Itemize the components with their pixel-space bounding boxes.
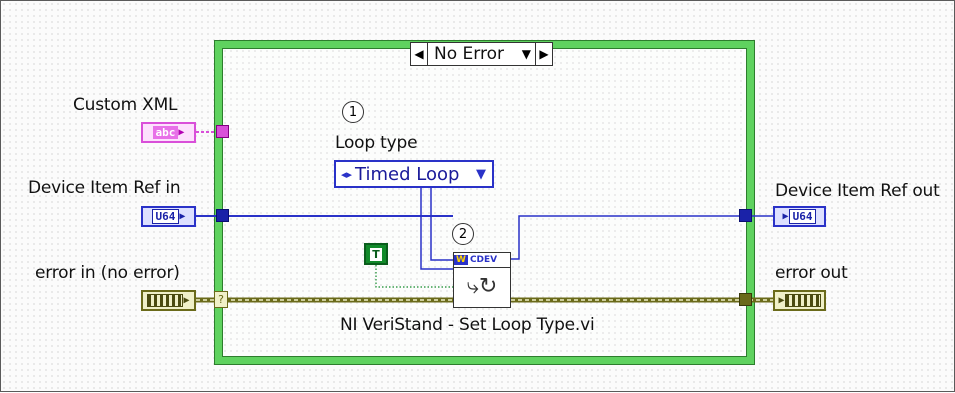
custom-xml-label: Custom XML xyxy=(73,95,178,115)
error-in-label: error in (no error) xyxy=(35,263,180,283)
loop-type-enum-constant[interactable]: ◂▸ Timed Loop ▼ xyxy=(334,160,494,188)
loop-type-wire xyxy=(420,188,453,270)
case-selector-value[interactable]: No Error xyxy=(434,44,504,64)
u64-type-glyph: U64 xyxy=(151,209,180,224)
custom-xml-control[interactable]: abc ▶ xyxy=(141,122,196,143)
arrow-right-icon: ▶ xyxy=(778,295,785,306)
error-in-tunnel[interactable]: ? xyxy=(214,291,228,308)
loop-type-subvi-icon: ⤷↻ xyxy=(466,274,498,299)
arrow-right-icon: ▶ xyxy=(178,127,185,138)
arrow-right-icon: ▶ xyxy=(179,211,186,222)
veristand-logo-icon: W xyxy=(454,255,468,265)
down-triangle-icon[interactable]: ▼ xyxy=(521,47,531,61)
dropdown-arrow-icon[interactable]: ▼ xyxy=(476,166,486,182)
true-constant-glyph: T xyxy=(370,247,382,261)
arrow-right-icon: ▶ xyxy=(782,211,789,222)
error-cluster-icon xyxy=(784,294,821,307)
error-out-label: error out xyxy=(775,263,848,283)
callout-1: 1 xyxy=(342,101,364,123)
device-item-ref-in-label: Device Item Ref in xyxy=(28,178,181,198)
device-ref-in-tunnel[interactable] xyxy=(216,209,229,222)
left-triangle-icon[interactable]: ◀ xyxy=(411,43,428,65)
callout-2: 2 xyxy=(452,223,474,245)
u64-type-glyph: U64 xyxy=(788,209,817,224)
subvi-banner-text: CDEV xyxy=(469,255,498,265)
error-out-tunnel[interactable] xyxy=(739,293,752,306)
true-const-wire xyxy=(375,265,453,288)
set-loop-type-subvi[interactable]: W CDEV ⤷↻ xyxy=(453,252,511,308)
loop-type-wire-b xyxy=(430,188,453,261)
subvi-name-label: NI VeriStand - Set Loop Type.vi xyxy=(340,315,595,335)
loop-type-value: Timed Loop xyxy=(355,163,460,185)
device-ref-wire-out xyxy=(511,215,773,260)
error-out-indicator[interactable]: ▶ xyxy=(773,290,826,311)
device-item-ref-out-label: Device Item Ref out xyxy=(775,181,940,201)
device-item-ref-in-control[interactable]: U64 ▶ xyxy=(141,206,196,227)
arrow-right-icon: ▶ xyxy=(183,295,190,306)
device-ref-out-tunnel[interactable] xyxy=(739,209,752,222)
custom-xml-tunnel[interactable] xyxy=(216,125,229,138)
case-selector[interactable]: ◀ No Error ▼ ▶ xyxy=(410,42,553,66)
error-in-control[interactable]: ▶ xyxy=(141,290,196,311)
error-cluster-icon xyxy=(147,294,184,307)
loop-type-label: Loop type xyxy=(335,133,418,153)
subvi-banner: W CDEV xyxy=(454,253,510,268)
increment-decrement-icon[interactable]: ◂▸ xyxy=(341,167,353,181)
true-constant[interactable]: T xyxy=(364,243,388,265)
device-item-ref-out-indicator[interactable]: ▶ U64 xyxy=(773,206,826,227)
right-triangle-icon[interactable]: ▶ xyxy=(535,43,552,65)
string-type-glyph: abc xyxy=(152,126,179,139)
